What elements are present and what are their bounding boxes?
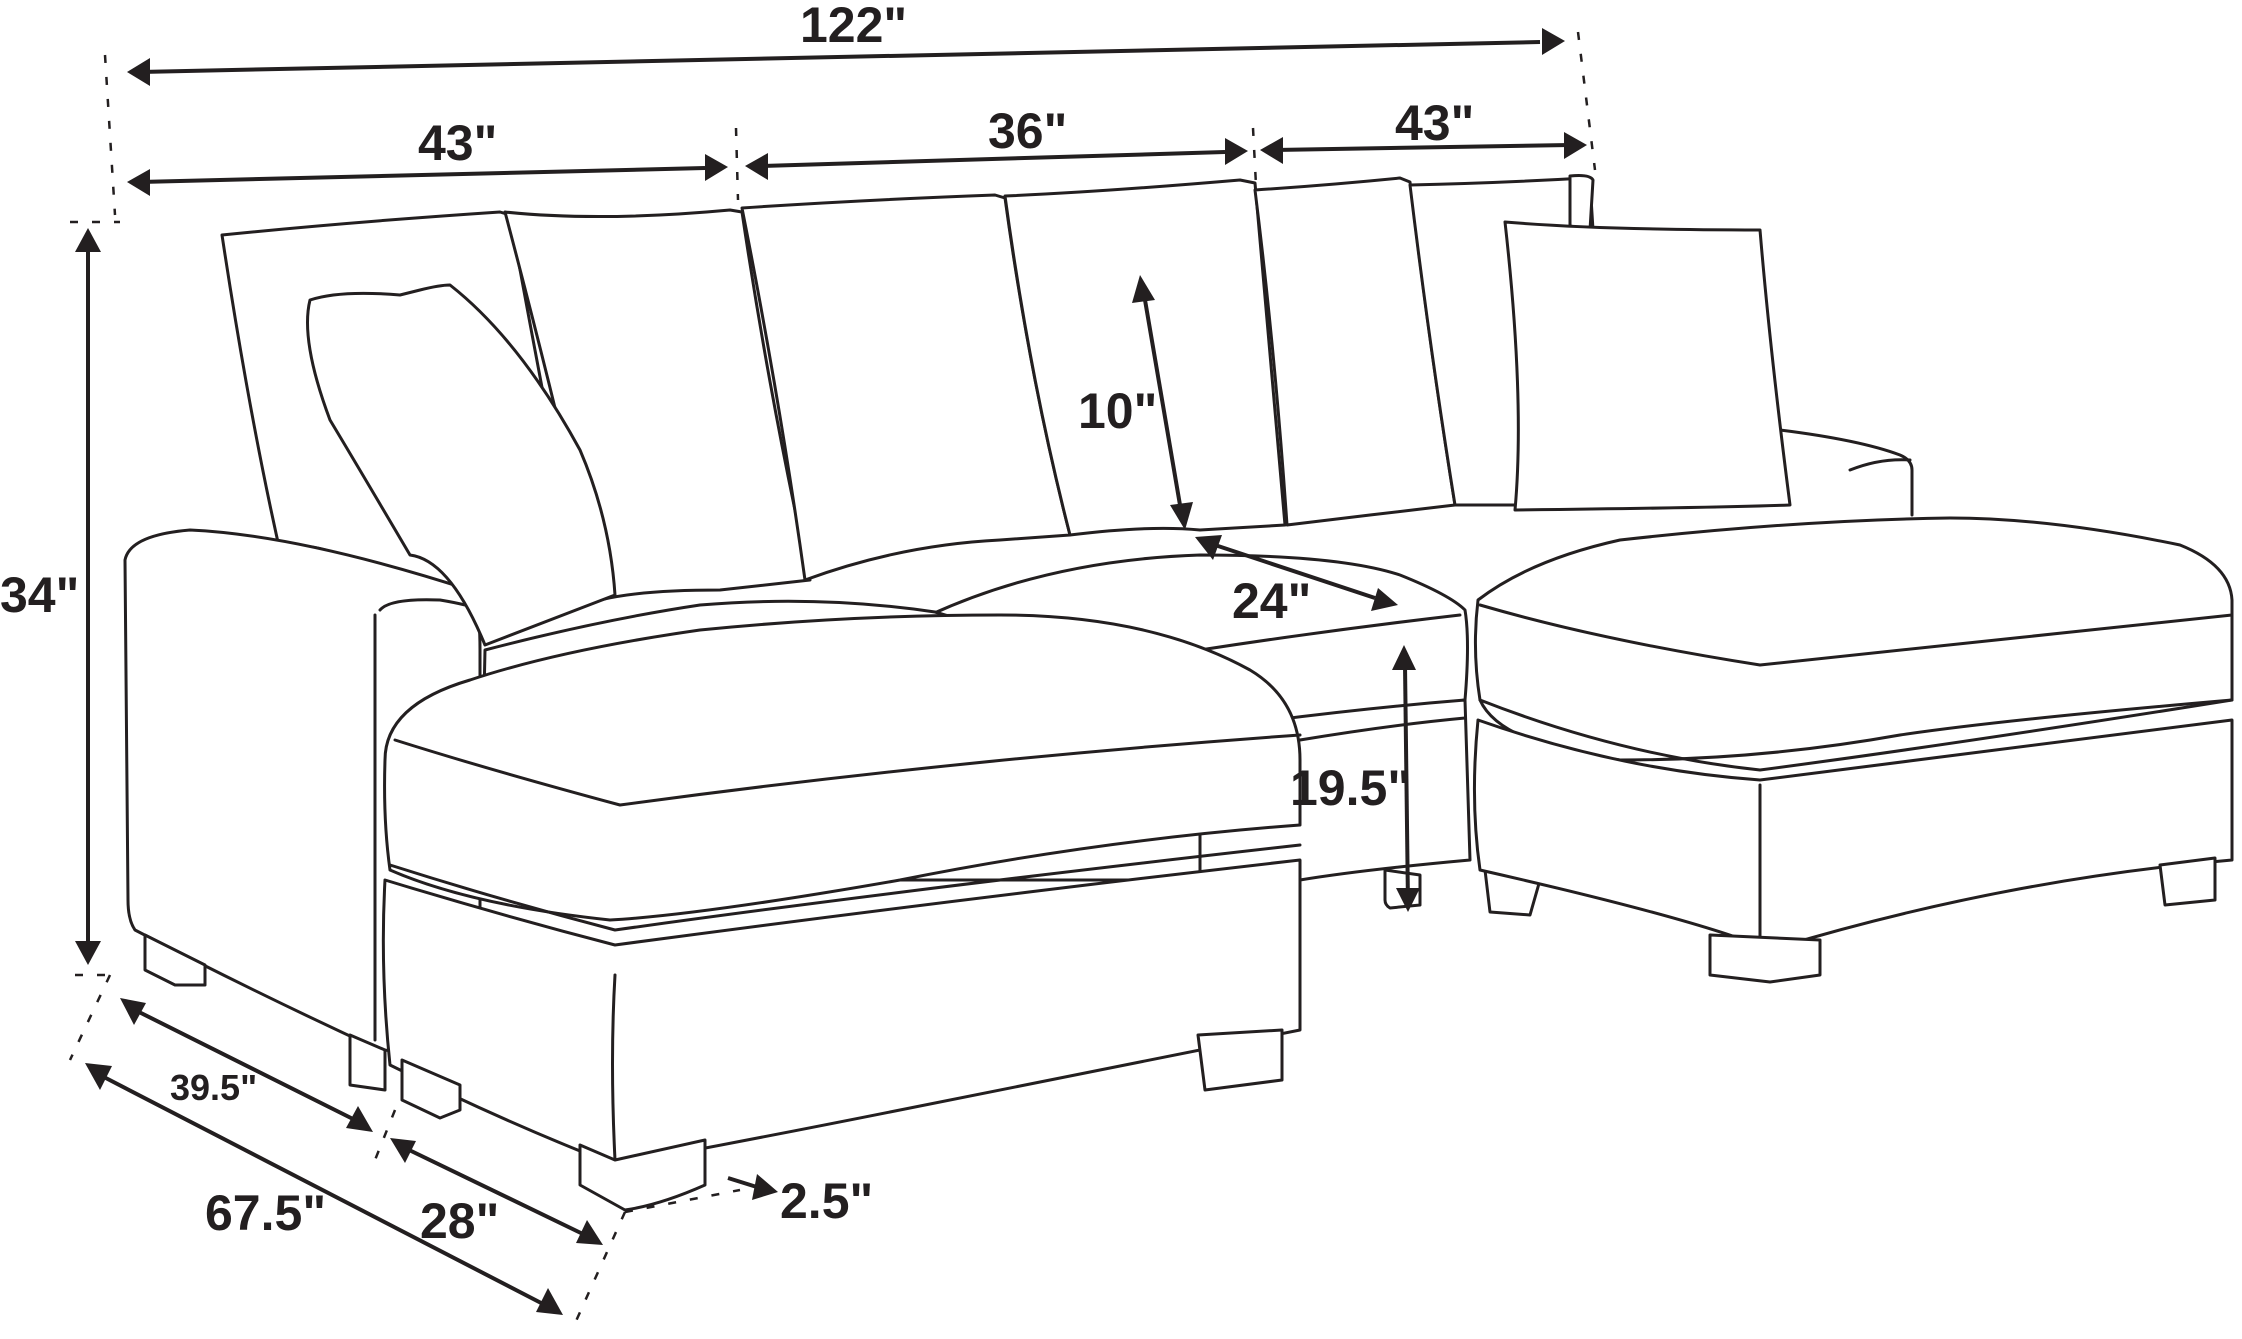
- dim-right-section: [1274, 143, 1571, 152]
- back-pillow-7: [1568, 174, 1595, 232]
- dimension-lines: [68, 28, 1597, 1331]
- left-chaise-piping-bottom: [388, 843, 1302, 932]
- arrowhead: [127, 169, 150, 196]
- arrowhead: [346, 1106, 373, 1132]
- leg-right-back: [2158, 856, 2217, 907]
- label-leg-height: 2.5": [780, 1173, 873, 1229]
- label-seat-depth: 24": [1232, 573, 1311, 629]
- arrowhead: [1392, 645, 1416, 670]
- leg-chaise-front: [578, 1138, 707, 1212]
- back-pillows: [220, 174, 1612, 602]
- arrowhead: [75, 941, 101, 965]
- leg-left-back: [143, 933, 207, 987]
- extension-line-sec2: [1251, 127, 1258, 186]
- label-chaise-depth: 39.5": [170, 1067, 257, 1108]
- label-right-section-width: 43": [1395, 95, 1474, 151]
- middle-base-piping: [1298, 716, 1467, 742]
- label-seat-height: 19.5": [1290, 760, 1411, 816]
- arrowhead: [745, 153, 768, 180]
- label-overall-depth: 67.5": [205, 1185, 326, 1241]
- back-pillow-4: [1003, 178, 1287, 537]
- arrowhead: [752, 1174, 778, 1200]
- dim-seat-height: [1403, 664, 1410, 906]
- arrowhead: [1260, 137, 1283, 164]
- middle-seat-piping: [1198, 613, 1462, 652]
- dim-chaise-depth: [134, 1008, 356, 1122]
- right-chaise-piping-top: [1478, 603, 2234, 667]
- arrowhead: [576, 1220, 603, 1245]
- leg-left-arm: [348, 1033, 387, 1092]
- arrowhead: [1564, 132, 1587, 159]
- dim-back-height: [1143, 299, 1182, 506]
- label-left-section-width: 43": [418, 115, 497, 171]
- arrowhead: [536, 1288, 563, 1315]
- left-chaise-piping-top: [393, 733, 1302, 807]
- arrowhead: [1225, 138, 1248, 165]
- dim-overall-width: [139, 40, 1541, 74]
- left-chaise-seam: [611, 973, 617, 1162]
- dim-seat-depth: [1214, 543, 1376, 600]
- leg-chaise-right: [1196, 1028, 1284, 1092]
- right-chaise-base: [1472, 718, 2234, 952]
- dim-overall-depth: [99, 1073, 546, 1307]
- arrowhead: [85, 1063, 112, 1090]
- leg-right-front: [1708, 933, 1822, 984]
- arrowhead: [1170, 502, 1193, 530]
- right-chaise-cushion: [1473, 516, 2234, 762]
- right-chaise-piping-bottom: [1478, 698, 2234, 772]
- arrowhead: [127, 58, 150, 86]
- arrowhead: [1195, 535, 1222, 560]
- sofa-illustration: [123, 174, 2234, 1212]
- extension-line-sec1: [734, 127, 740, 201]
- accent-pillow-left: [306, 283, 617, 647]
- label-overall-height: 34": [0, 567, 79, 623]
- dimension-labels: 122" 43" 36" 43" 34" 10" 24" 19.5" 39.5"…: [0, 0, 1474, 1249]
- extension-line-right-top: [1576, 31, 1597, 171]
- right-arm-front: [1848, 458, 1912, 472]
- arrowhead: [75, 228, 101, 252]
- leg-left-chaise: [400, 1058, 462, 1120]
- label-back-cushion-height: 10": [1078, 383, 1157, 439]
- dim-middle-section: [759, 150, 1226, 168]
- extension-line-left-top: [103, 54, 117, 216]
- label-middle-section-width: 36": [988, 103, 1067, 159]
- accent-pillow-right: [1503, 220, 1792, 512]
- arrowhead: [705, 154, 728, 181]
- extension-line-depth-left: [68, 974, 112, 1061]
- dim-ottoman-depth: [404, 1146, 586, 1237]
- label-overall-width: 122": [800, 0, 907, 53]
- label-ottoman-depth: 28": [420, 1193, 499, 1249]
- arrowhead: [1396, 888, 1420, 912]
- extension-line-depth-front: [570, 1211, 627, 1331]
- dim-left-section: [139, 166, 706, 184]
- arrowhead: [1132, 275, 1155, 303]
- arrowhead: [390, 1138, 416, 1163]
- arrowhead: [1542, 28, 1565, 55]
- extension-line-depth-mid: [373, 1109, 397, 1161]
- right-arm-back: [1778, 428, 1914, 517]
- arrowhead: [1371, 588, 1398, 611]
- arrowhead: [120, 998, 146, 1025]
